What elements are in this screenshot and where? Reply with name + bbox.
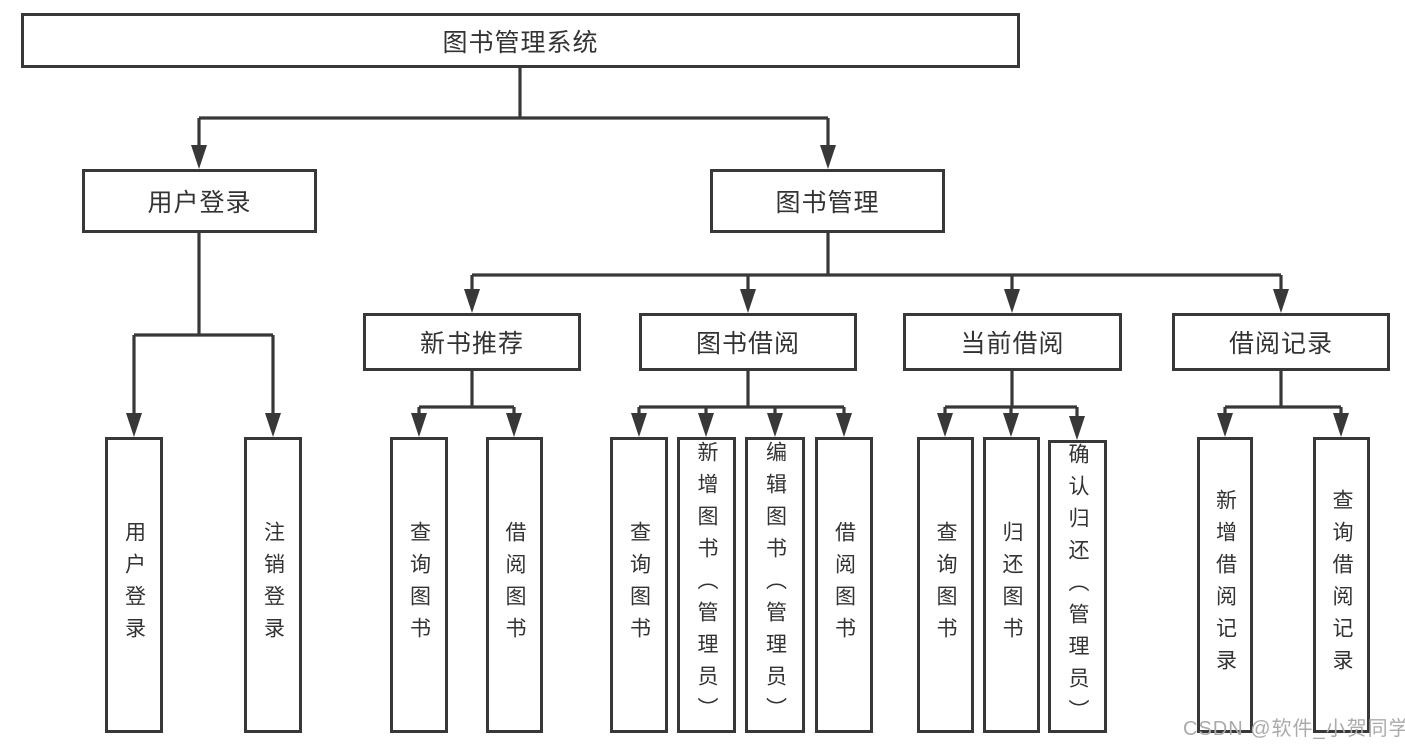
leaf-label: 用户登录 [122, 521, 146, 649]
node-library-system: 图书管理系统 [21, 13, 1020, 68]
arrowhead [464, 289, 480, 313]
connector-newrec-to-leaves [417, 371, 516, 418]
leaf-label: 借阅图书 [832, 521, 856, 649]
leaf-label: 新增图书（管理员） [695, 441, 718, 729]
leaf-borrow-books-recommend: 借阅图书 [486, 437, 543, 733]
leaf-add-book-admin: 新增图书（管理员） [677, 437, 736, 733]
connector-root-to-level2 [197, 68, 830, 150]
leaf-label: 归还图书 [1000, 521, 1023, 649]
leaf-label: 确认归还（管理员） [1066, 443, 1089, 731]
leaf-label: 借阅图书 [503, 521, 526, 649]
connector-userlogin-to-leaves [132, 233, 275, 418]
node-new-book-recommendation: 新书推荐 [363, 313, 581, 371]
arrowhead [1273, 289, 1289, 313]
leaf-label: 查询借阅记录 [1330, 489, 1353, 681]
arrowhead [820, 145, 836, 169]
leaf-label: 新增借阅记录 [1213, 489, 1237, 681]
leaf-confirm-return-admin: 确认归还（管理员） [1048, 440, 1107, 733]
node-book-management: 图书管理 [710, 169, 945, 233]
leaf-return-books: 归还图书 [983, 437, 1040, 733]
arrowhead [1217, 413, 1233, 437]
node-borrowing-records: 借阅记录 [1172, 313, 1390, 371]
leaf-query-books-current: 查询图书 [917, 437, 974, 733]
leaf-label: 查询图书 [934, 521, 957, 649]
watermark: CSDN @软件_小贺同学 [1183, 718, 1405, 740]
arrowhead [126, 413, 142, 437]
arrowhead [740, 289, 756, 313]
leaf-edit-book-admin: 编辑图书（管理员） [745, 437, 805, 733]
node-book-borrowing: 图书借阅 [639, 313, 857, 371]
leaf-label: 编辑图书（管理员） [763, 441, 787, 729]
leaf-query-books-borrowing: 查询图书 [610, 437, 668, 733]
leaf-label: 查询图书 [627, 521, 651, 649]
arrowhead [1004, 289, 1020, 313]
arrowhead [1069, 416, 1085, 440]
arrowhead [506, 413, 522, 437]
leaf-query-books-recommend: 查询图书 [390, 437, 448, 733]
arrowhead [265, 413, 281, 437]
leaf-label: 注销登录 [261, 521, 285, 649]
connector-current-to-leaves [943, 371, 1079, 421]
arrowhead [698, 413, 714, 437]
arrowhead [191, 145, 207, 169]
arrowhead [411, 413, 427, 437]
connector-paths [132, 68, 1343, 421]
arrowhead [1003, 413, 1019, 437]
arrowhead [1333, 413, 1349, 437]
node-current-borrowing: 当前借阅 [903, 313, 1122, 371]
arrowhead [836, 413, 852, 437]
connector-borrowing-to-leaves [637, 371, 846, 418]
connector-records-to-leaves [1223, 371, 1343, 418]
node-user-login: 用户登录 [82, 169, 317, 233]
arrowhead [631, 413, 647, 437]
leaf-logout-login: 注销登录 [244, 437, 302, 733]
connector-bookmgmt-to-level3 [470, 233, 1283, 294]
leaf-borrow-books-borrowing: 借阅图书 [815, 437, 873, 733]
arrowhead [937, 413, 953, 437]
leaf-add-borrow-record: 新增借阅记录 [1197, 437, 1253, 733]
leaf-query-borrow-record: 查询借阅记录 [1313, 437, 1370, 733]
arrowheads [126, 145, 1349, 440]
leaf-label: 查询图书 [407, 521, 431, 649]
leaf-user-login: 用户登录 [105, 437, 163, 733]
arrowhead [767, 413, 783, 437]
